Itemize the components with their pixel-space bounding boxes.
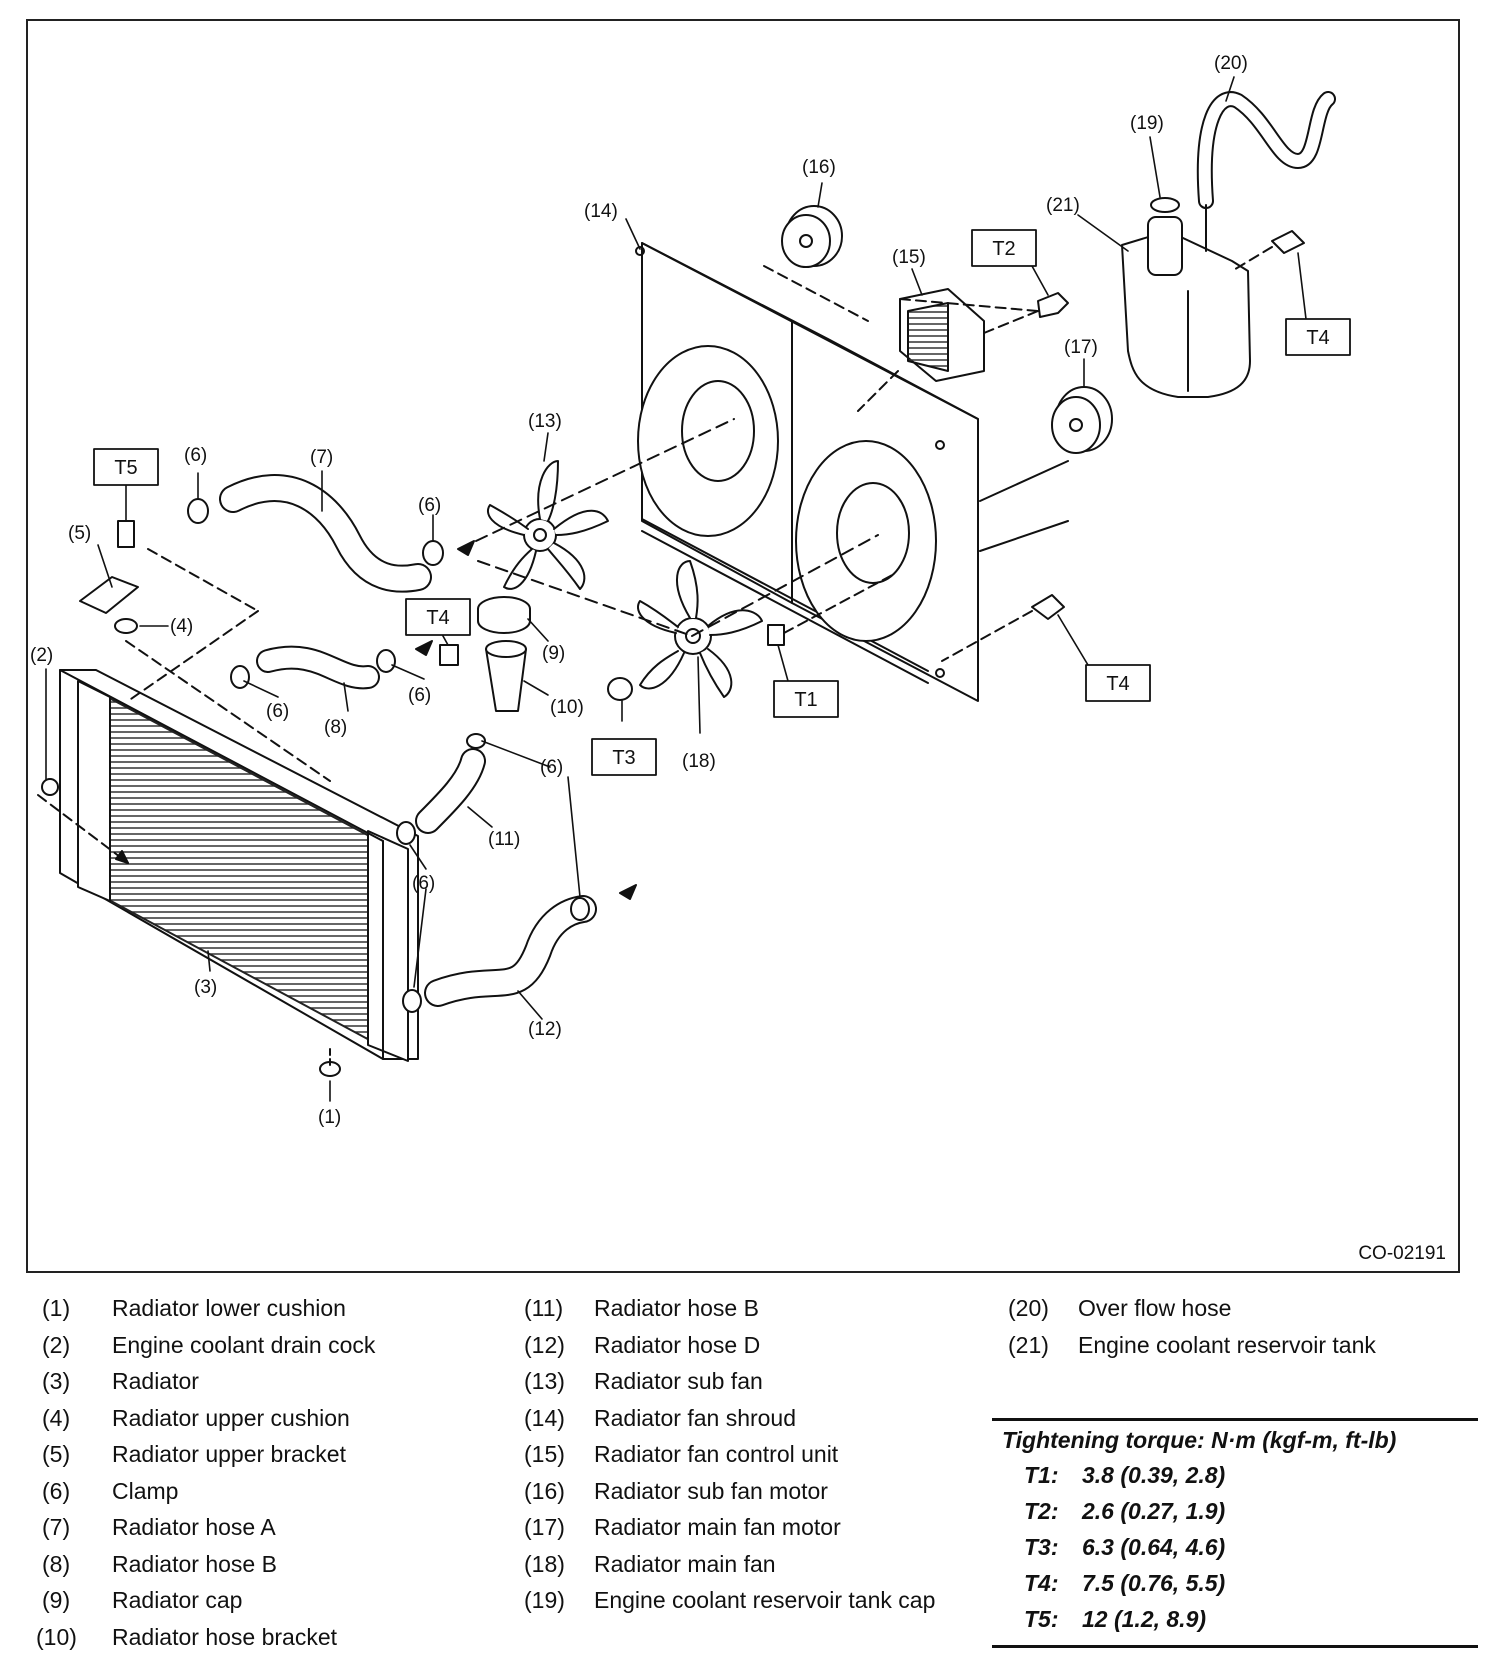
svg-text:T3: T3 xyxy=(612,747,635,769)
callout-16: (16) xyxy=(802,157,836,178)
callout-12: (12) xyxy=(528,1019,562,1040)
torque-row: T2:2.6 (0.27, 1.9) xyxy=(1024,1498,1226,1524)
callout-11: (11) xyxy=(488,829,520,850)
torque-heading: Tightening torque: N·m (kgf-m, ft-lb) xyxy=(1002,1427,1397,1453)
torque-row: T3:6.3 (0.64, 4.6) xyxy=(1024,1534,1226,1560)
drain-cock-part xyxy=(41,778,59,796)
fan-control-unit-part xyxy=(857,288,1039,412)
radiator-cap-part xyxy=(477,596,531,634)
torque-box-t4-tank: T4 xyxy=(1285,318,1351,356)
callout-18: (18) xyxy=(682,751,716,772)
t4-bolt-shroud xyxy=(941,594,1065,662)
callout-6a: (6) xyxy=(184,445,207,466)
callout-6c: (6) xyxy=(266,701,289,722)
torque-box-t2: T2 xyxy=(971,229,1037,267)
reservoir-cap-part xyxy=(1150,197,1180,213)
figure-code: CO-02191 xyxy=(1358,1243,1446,1264)
callout-3: (3) xyxy=(194,977,217,998)
sub-fan-part xyxy=(475,418,735,590)
svg-text:T1: T1 xyxy=(794,689,817,711)
callout-1: (1) xyxy=(318,1107,341,1128)
exploded-diagram: (1) (2) (3) (4) (5) (6) (6) (6) (6) (6) … xyxy=(26,19,1460,1273)
callout-10: (10) xyxy=(550,697,584,718)
torque-box-t3: T3 xyxy=(591,738,657,776)
t5-bolt xyxy=(117,520,135,548)
t4-bolt-tank xyxy=(1231,230,1305,272)
clamps-part xyxy=(187,498,590,1013)
callout-9: (9) xyxy=(542,643,565,664)
torque-box-t4-shroud: T4 xyxy=(1085,664,1151,702)
upper-bracket-part xyxy=(79,520,331,782)
svg-text:T4: T4 xyxy=(1306,327,1329,349)
svg-text:T2: T2 xyxy=(992,238,1015,260)
torque-row: T5:12 (1.2, 8.9) xyxy=(1024,1606,1207,1632)
reservoir-tank-part xyxy=(1121,216,1251,398)
leader-lines xyxy=(45,76,1307,1102)
torque-table: Tightening torque: N·m (kgf-m, ft-lb) T1… xyxy=(992,1418,1478,1648)
callout-8: (8) xyxy=(324,717,347,738)
callout-6e: (6) xyxy=(540,757,563,778)
callout-19: (19) xyxy=(1130,113,1164,134)
callout-21: (21) xyxy=(1046,195,1080,216)
callout-4: (4) xyxy=(170,616,193,637)
torque-box-t4-cap: T4 xyxy=(405,598,471,636)
t1-bolt xyxy=(767,572,897,646)
callout-6b: (6) xyxy=(418,495,441,516)
callout-15: (15) xyxy=(892,247,926,268)
t2-bolt xyxy=(1037,292,1069,318)
radiator-part xyxy=(37,669,419,1062)
callout-13: (13) xyxy=(528,411,562,432)
callout-17: (17) xyxy=(1064,337,1098,358)
svg-text:T4: T4 xyxy=(426,607,449,629)
svg-text:T5: T5 xyxy=(114,457,137,479)
diagram-canvas: (1) (2) (3) (4) (5) (6) (6) (6) (6) (6) … xyxy=(30,53,1351,1128)
torque-row: T1:3.8 (0.39, 2.8) xyxy=(1024,1462,1226,1488)
upper-cushion-part xyxy=(114,618,138,634)
sub-fan-motor-part xyxy=(763,205,869,322)
t3-nut xyxy=(607,677,633,701)
callout-6f: (6) xyxy=(412,873,435,894)
parts-legend: (1)Radiator lower cushion (2)Engine cool… xyxy=(0,1290,1504,1660)
main-fan-part xyxy=(477,534,879,698)
callout-5: (5) xyxy=(68,523,91,544)
t4-bolt-cap xyxy=(439,644,459,666)
callout-6d: (6) xyxy=(408,685,431,706)
callout-7: (7) xyxy=(310,447,333,468)
main-fan-motor-part xyxy=(979,386,1113,552)
callout-20: (20) xyxy=(1214,53,1248,74)
hose-bracket-part xyxy=(439,640,527,712)
callout-2: (2) xyxy=(30,645,53,666)
torque-row: T4:7.5 (0.76, 5.5) xyxy=(1024,1570,1226,1596)
lower-cushion-part xyxy=(319,1048,341,1077)
torque-box-t5: T5 xyxy=(93,448,159,486)
svg-text:T4: T4 xyxy=(1106,673,1129,695)
callout-14: (14) xyxy=(584,201,618,222)
torque-box-t1: T1 xyxy=(773,680,839,718)
